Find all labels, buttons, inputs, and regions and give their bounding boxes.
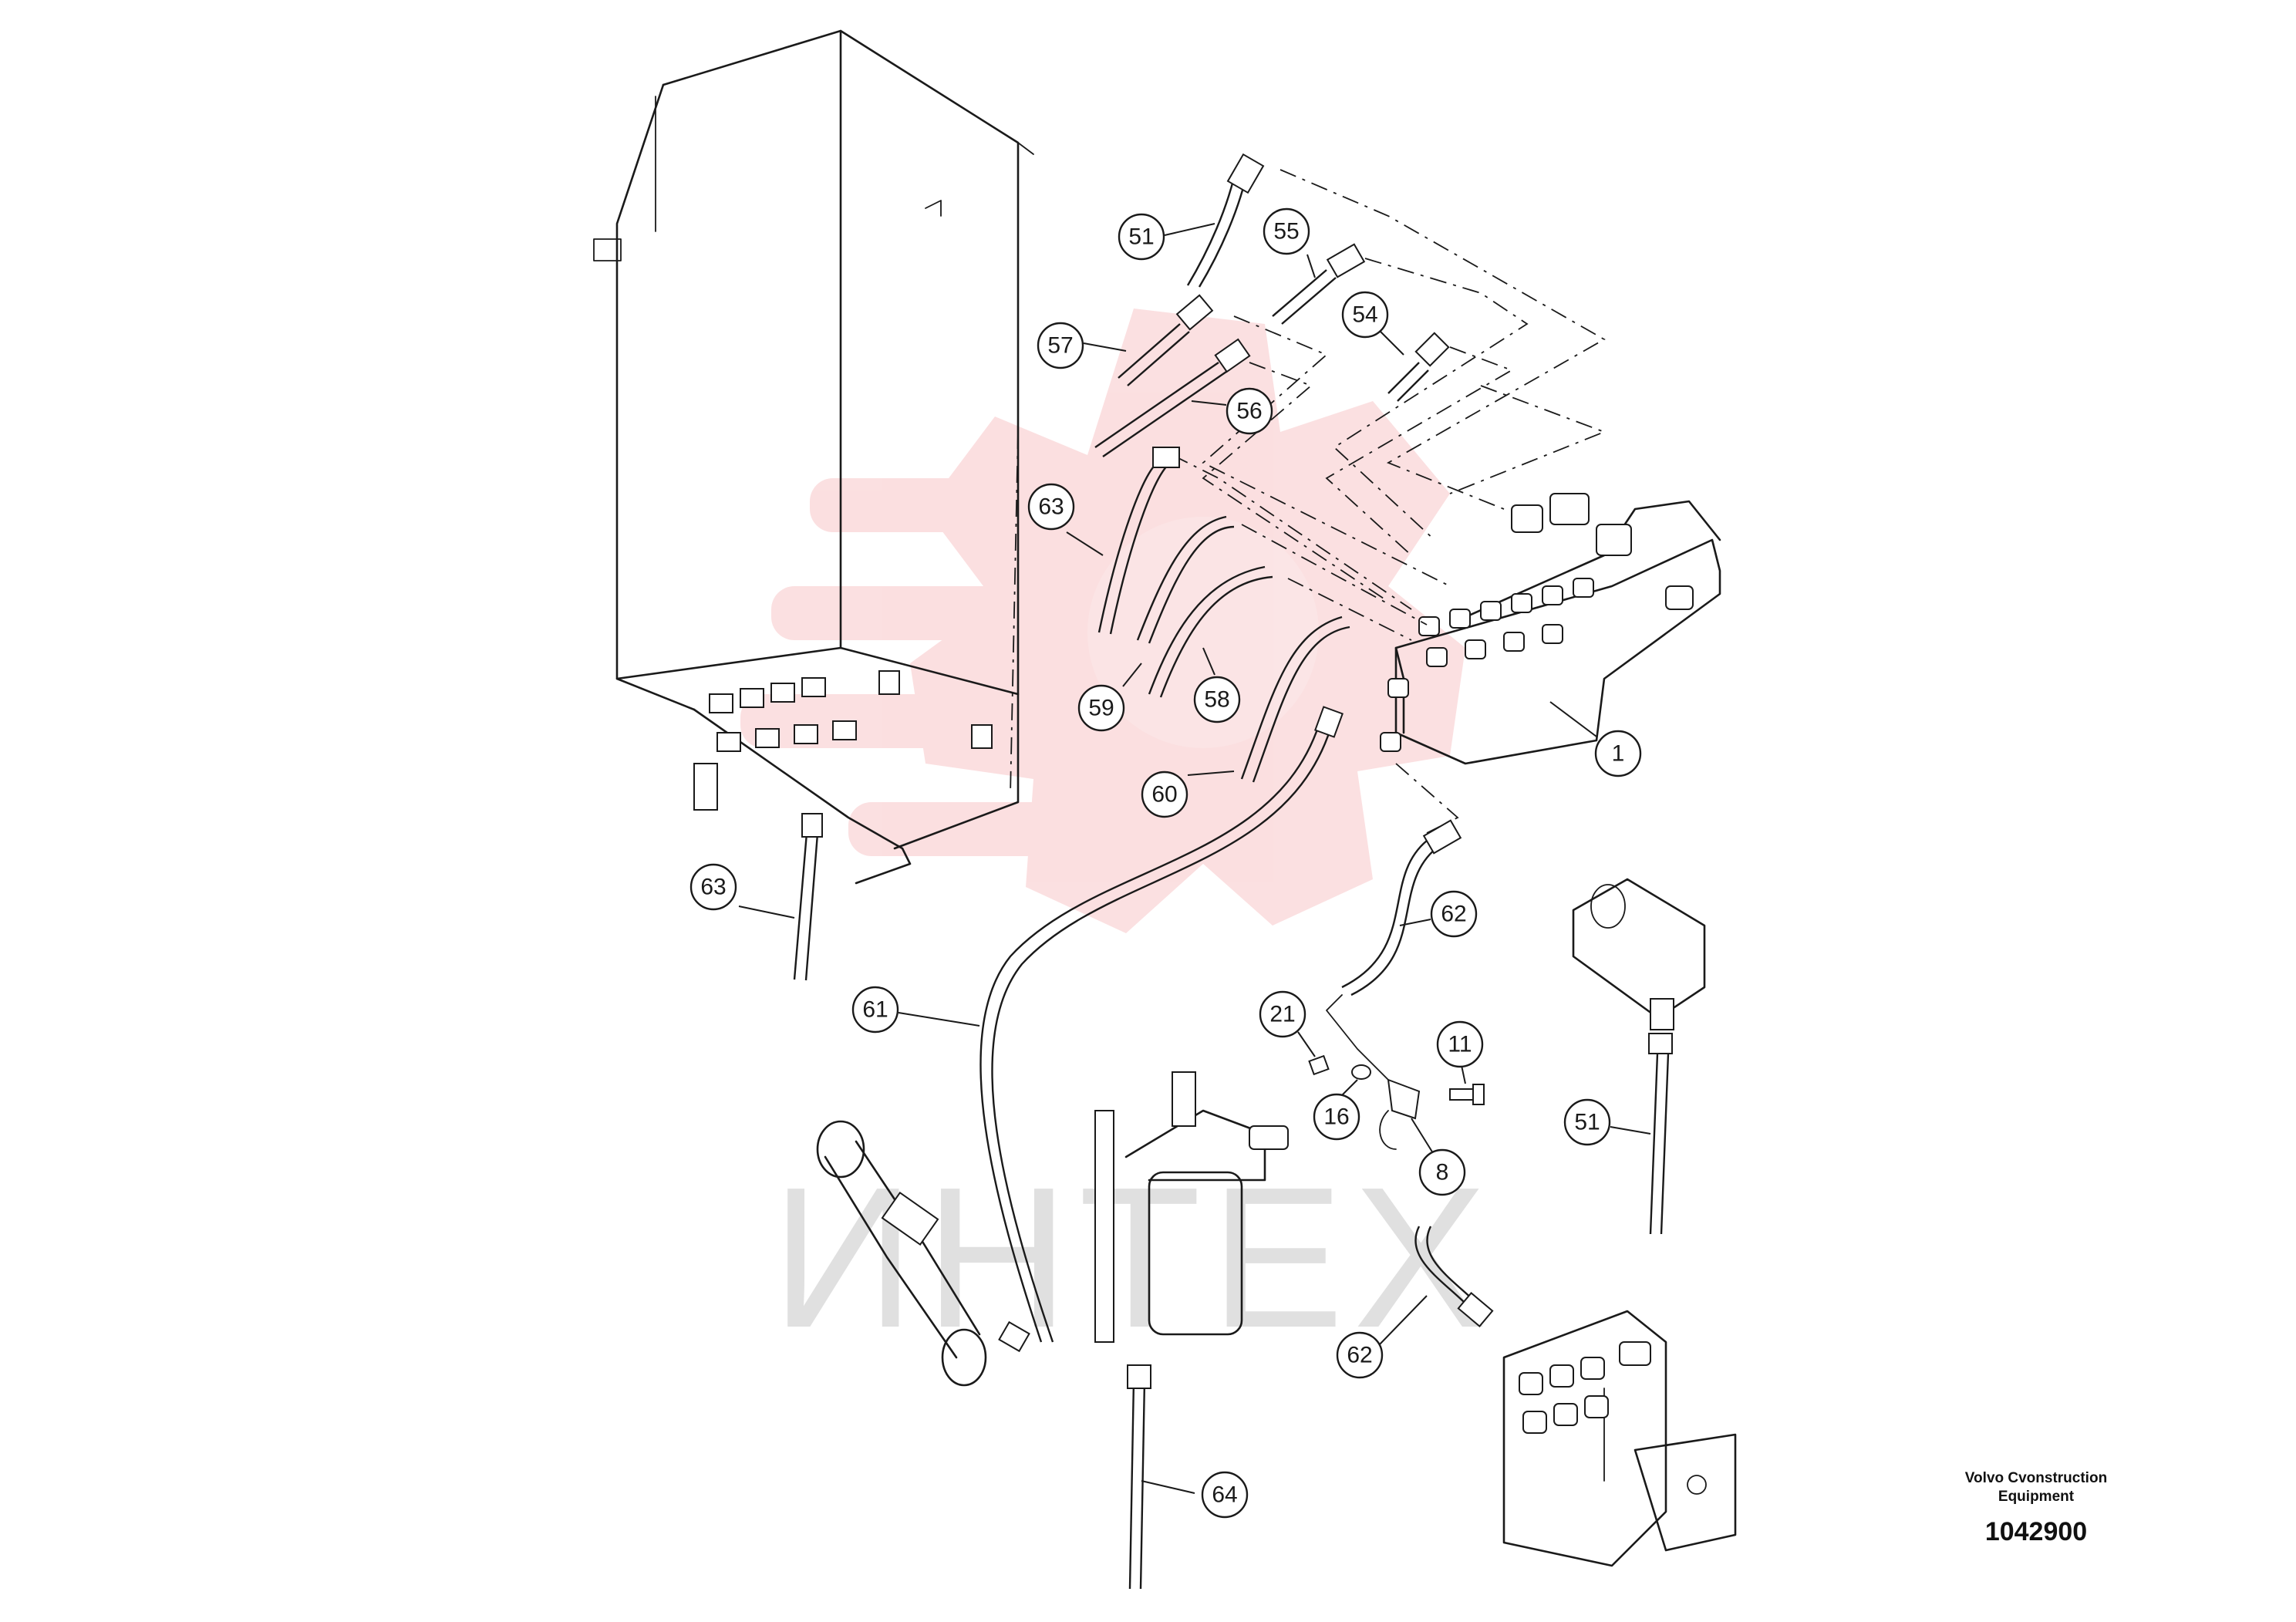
control-valve-block (1380, 493, 1721, 765)
svg-text:16: 16 (1323, 1104, 1349, 1130)
callout-56: 56 (1226, 387, 1273, 435)
drawing-number: 1042900 (1984, 1517, 2088, 1546)
svg-text:61: 61 (862, 997, 888, 1023)
callout-8: 8 (1418, 1148, 1466, 1196)
pressure-sensor-assembly (1572, 878, 1706, 1235)
callout-16: 16 (1313, 1093, 1360, 1141)
svg-text:64: 64 (1212, 1482, 1237, 1508)
hose-61 (979, 706, 1344, 1343)
svg-text:56: 56 (1236, 399, 1262, 424)
callout-11: 11 (1436, 1020, 1484, 1068)
callout-61: 61 (851, 986, 899, 1034)
callout-1: 1 (1594, 730, 1642, 777)
callout-59: 59 (1077, 684, 1125, 732)
svg-text:63: 63 (1038, 494, 1064, 520)
callout-64: 64 (1201, 1471, 1249, 1519)
hose-62-lower (1414, 1226, 1494, 1327)
callout-63-upper: 63 (1027, 483, 1075, 531)
callout-62-lower: 62 (1336, 1331, 1384, 1379)
fitting-parts-assembly (1308, 1054, 1485, 1150)
callout-54: 54 (1341, 291, 1389, 339)
svg-text:58: 58 (1204, 687, 1229, 713)
callout-21: 21 (1259, 990, 1306, 1038)
callout-60: 60 (1141, 771, 1188, 818)
hose-62-upper (1326, 819, 1462, 1081)
upper-hoses (1094, 153, 1450, 783)
hydraulic-cylinder (816, 1120, 1030, 1387)
manufacturer-line-1: Volvo Cvonstruction (1964, 1470, 2108, 1486)
svg-text:60: 60 (1151, 782, 1177, 808)
svg-text:57: 57 (1047, 333, 1073, 359)
callout-57: 57 (1037, 322, 1084, 369)
svg-text:59: 59 (1088, 696, 1114, 721)
filter-assembly (1094, 1071, 1289, 1590)
svg-text:62: 62 (1347, 1343, 1372, 1368)
callout-63-lower: 63 (689, 863, 737, 911)
callout-55: 55 (1263, 207, 1310, 255)
svg-text:51: 51 (1574, 1110, 1600, 1135)
svg-text:21: 21 (1269, 1002, 1295, 1027)
watermark-text: ИНТЕХ (771, 1146, 1496, 1370)
callout-58: 58 (1193, 676, 1241, 723)
svg-text:11: 11 (1448, 1032, 1472, 1057)
tank-port-fittings (693, 670, 993, 811)
hose-63-lower (793, 813, 823, 981)
manufacturer-line-2: Equipment (1998, 1489, 2075, 1505)
svg-text:54: 54 (1352, 302, 1377, 328)
svg-text:1: 1 (1612, 741, 1625, 767)
callout-51-top: 51 (1118, 213, 1165, 261)
svg-text:62: 62 (1441, 902, 1466, 927)
callout-51-right: 51 (1563, 1098, 1611, 1146)
svg-text:51: 51 (1128, 224, 1154, 250)
svg-text:55: 55 (1273, 219, 1299, 244)
svg-text:63: 63 (700, 875, 726, 900)
svg-text:8: 8 (1436, 1160, 1449, 1185)
watermark-gear-logo (740, 309, 1465, 933)
drawing-caption: Volvo Cvonstruction Equipment 1042900 (1920, 1469, 2152, 1547)
lower-valve-bank (1502, 1310, 1737, 1567)
hydraulic-tank-housing (593, 29, 1034, 885)
callout-62-upper: 62 (1430, 890, 1478, 938)
